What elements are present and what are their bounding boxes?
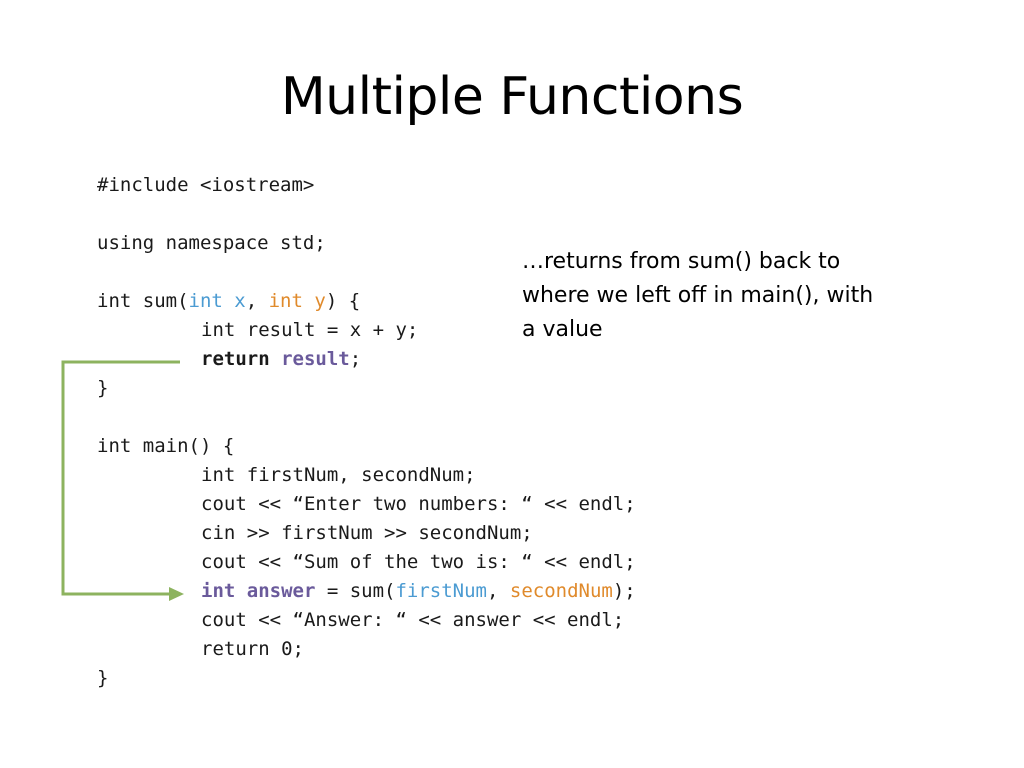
code-line: #include <iostream> — [97, 171, 636, 200]
code-token: result — [281, 348, 350, 370]
code-token: ; — [349, 348, 362, 370]
code-token: return 0; — [201, 638, 304, 660]
code-line: cin >> firstNum >> secondNum; — [97, 519, 636, 548]
callout-line: a value — [522, 317, 603, 342]
callout-text: …returns from sum() back to where we lef… — [522, 245, 912, 347]
code-line — [97, 200, 636, 229]
code-line: cout << “Sum of the two is: “ << endl; — [97, 548, 636, 577]
code-token: int firstNum, secondNum; — [201, 464, 476, 486]
code-token: firstNum — [395, 580, 487, 602]
code-token: cout << “Enter two numbers: “ << endl; — [201, 493, 636, 515]
code-token: , — [245, 290, 269, 312]
code-line: int sum(int x, int y) { — [97, 287, 636, 316]
code-line: int main() { — [97, 432, 636, 461]
code-token: ) { — [325, 290, 361, 312]
code-token: = sum( — [315, 580, 396, 602]
code-line — [97, 403, 636, 432]
code-line: int answer = sum(firstNum, secondNum); — [97, 577, 636, 606]
code-token: secondNum — [509, 580, 613, 602]
code-token: cin >> firstNum >> secondNum; — [201, 522, 533, 544]
code-token: int result = x + y; — [201, 319, 419, 341]
code-token: cout << “Answer: “ << answer << endl; — [201, 609, 625, 631]
code-line: using namespace std; — [97, 229, 636, 258]
code-token: , — [486, 580, 510, 602]
code-token: using namespace std; — [97, 232, 326, 254]
code-line: int firstNum, secondNum; — [97, 461, 636, 490]
code-token: int y — [268, 290, 326, 312]
code-block: #include <iostream> using namespace std;… — [97, 171, 636, 693]
code-token: int main() { — [97, 435, 235, 457]
code-line: return 0; — [97, 635, 636, 664]
callout-line: …returns from sum() back to — [522, 249, 841, 274]
code-token: int answer — [201, 580, 316, 602]
code-token: cout << “Sum of the two is: “ << endl; — [201, 551, 636, 573]
slide-title: Multiple Functions — [280, 67, 744, 127]
code-token: int sum( — [97, 290, 189, 312]
code-token: } — [97, 667, 109, 689]
code-token: ); — [612, 580, 636, 602]
code-token: int x — [188, 290, 246, 312]
callout-line: where we left off in main(), with — [522, 283, 874, 308]
code-line: } — [97, 374, 636, 403]
code-line: return result; — [97, 345, 636, 374]
code-token: return — [201, 348, 282, 370]
code-line: cout << “Answer: “ << answer << endl; — [97, 606, 636, 635]
code-token: } — [97, 377, 109, 399]
code-token: #include <iostream> — [97, 174, 315, 196]
code-line: cout << “Enter two numbers: “ << endl; — [97, 490, 636, 519]
code-line: int result = x + y; — [97, 316, 636, 345]
code-line: } — [97, 664, 636, 693]
